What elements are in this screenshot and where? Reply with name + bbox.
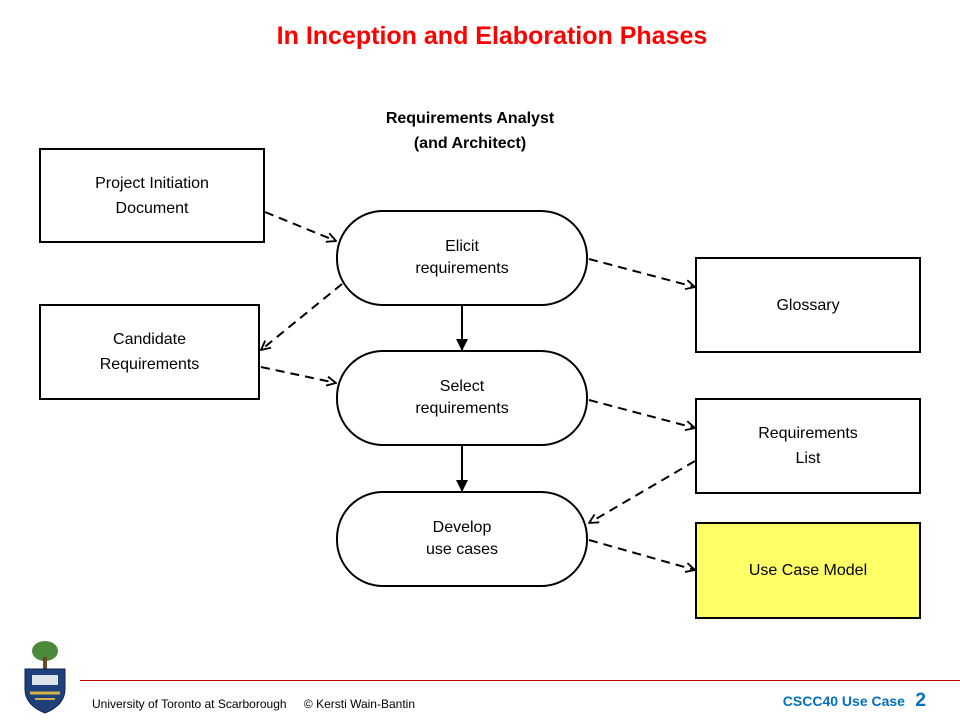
arrow-candidate-to-select [260,366,336,383]
arrow-elicit-to-candidate [261,283,343,350]
footer-course-info: CSCC40 Use Case 2 [783,690,926,712]
select-requirements-activity: Select requirements [336,350,588,446]
requirements-list-label: Requirements List [758,425,858,467]
elicit-requirements-activity: Elicit requirements [336,210,588,306]
arrow-requirements-list-to-develop [589,460,696,523]
arrow-select-to-requirements-list [588,399,695,428]
use-case-model-box: Use Case Model [695,522,921,619]
glossary-label: Glossary [776,296,840,314]
footer-credits: University of Toronto at Scarborough © K… [92,697,429,711]
develop-use-cases-label: Develop use cases [425,519,499,558]
elicit-requirements-label: Elicit requirements [415,238,509,277]
arrow-initiation-to-elicit [264,211,336,241]
arrow-develop-to-use-case-model [588,539,695,570]
candidate-requirements-label: Candidate Requirements [99,331,200,373]
footer-divider [80,680,960,681]
develop-use-cases-activity: Develop use cases [336,491,588,587]
project-initiation-document-label: Project Initiation Document [95,174,209,217]
footer-university: University of Toronto at Scarborough [92,697,287,711]
project-initiation-document-box: Project Initiation Document [39,148,265,243]
footer-author: © Kersti Wain-Bantin [303,697,416,711]
candidate-requirements-box: Candidate Requirements [39,304,260,400]
select-requirements-label: Select requirements [415,378,509,417]
actor-label: Requirements Analyst (and Architect) [385,110,555,152]
footer-page-number: 2 [915,690,926,711]
university-crest-icon [24,641,66,714]
requirements-list-box: Requirements List [695,398,921,494]
footer-course: CSCC40 Use Case [782,693,905,709]
use-case-model-label: Use Case Model [748,562,868,579]
page-title: In Inception and Elaboration Phases [276,22,708,50]
arrow-elicit-to-glossary [588,258,695,287]
glossary-box: Glossary [695,257,921,353]
